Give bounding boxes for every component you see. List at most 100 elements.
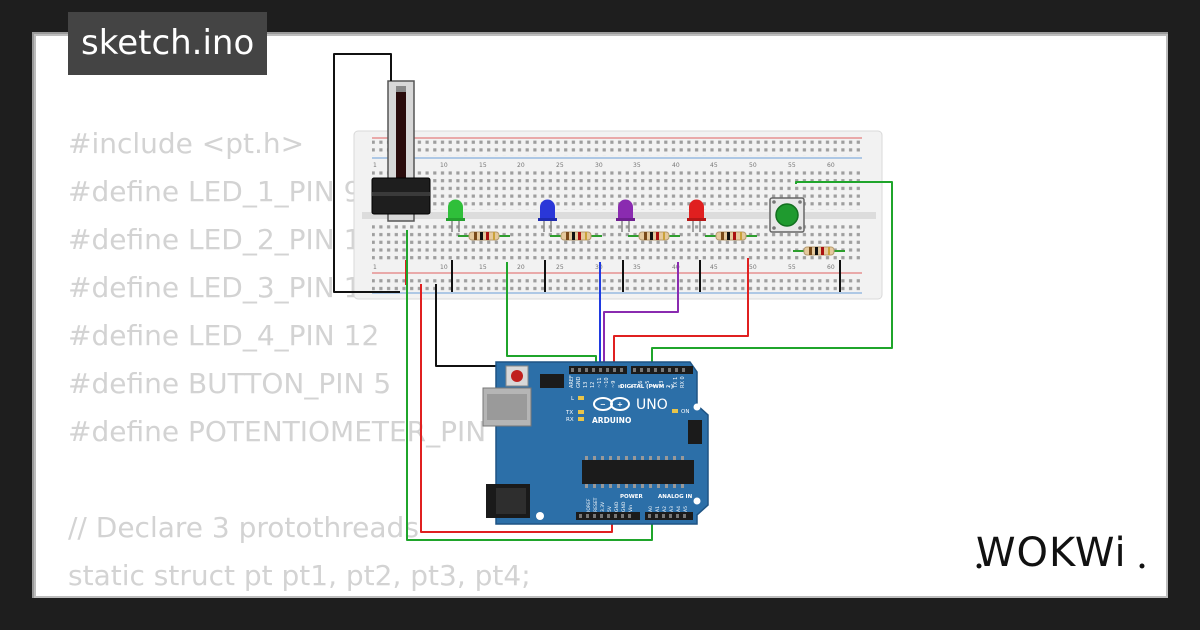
led-red[interactable] [687,199,706,232]
column-number: 60 [827,162,835,169]
column-number: 50 [749,162,757,169]
column-number: 40 [672,264,680,271]
resistors [458,231,845,256]
reset-button-cap[interactable] [511,370,523,382]
l-led [578,396,584,400]
resistor [793,246,845,256]
pin-label: A1 [655,506,661,512]
column-number: 30 [595,264,603,271]
wokwi-logo-text: WOKWi [976,530,1127,576]
pin-label: 7 [631,385,637,388]
digital-label: DIGITAL (PWM ~) [620,384,674,390]
column-number: 60 [827,264,835,271]
tx-led [578,410,584,414]
leds [446,199,706,232]
rx-label: RX [566,417,574,423]
code-line: #define LED_4_PIN 12 [68,319,380,352]
column-number: 25 [556,162,564,169]
column-number: 35 [633,264,641,271]
resistor [705,231,757,241]
breadboard-bottom-numbers: 1 10 15 20 25 30 35 40 45 50 55 60 [373,264,835,271]
wire [333,53,400,293]
pin-label: A0 [648,506,654,512]
column-number: 10 [440,162,448,169]
column-number: 40 [672,162,680,169]
column-number: 45 [710,162,718,169]
pin-label: A2 [662,506,668,512]
code-line: static struct pt pt1, pt2, pt3, pt4; [68,559,531,592]
mounting-hole [693,497,701,505]
column-number: 1 [373,162,377,169]
led-green[interactable] [446,199,465,232]
l-led-label: L [571,396,575,402]
board-brand: ARDUINO [592,416,631,425]
svg-text:+: + [617,401,623,409]
rail-holes [372,148,862,156]
resistor [458,231,510,241]
pin-label: Vin [628,505,634,512]
pin-label: ~5 [645,381,651,388]
wokwi-logo: WOKWi [976,530,1145,576]
arduino-uno-board[interactable]: AREF GND 13 12 ~11 ~10 ~9 8 7 ~6 ~5 4 ~3… [482,361,709,525]
pin-label: A4 [676,506,682,512]
on-label: ON [681,409,689,415]
column-number: 1 [373,264,377,271]
icsp-header [540,374,564,388]
wire [420,284,613,533]
power-label: POWER [620,494,644,500]
rail-holes [372,283,862,291]
pin-label: ~3 [659,381,665,388]
column-number: 15 [479,264,487,271]
breadboard-top-numbers: 1 10 15 20 25 30 35 40 45 50 55 60 [373,162,835,169]
bottom-pin-labels: IOREF RESET 3.3V 5V GND GND Vin A0 A1 A2… [586,497,689,512]
pin-label: A5 [683,506,689,512]
code-line: #define LED_1_PIN 9 [68,175,362,208]
pin-label: 8 [618,385,624,388]
atmega-chip [582,460,694,484]
led-blue[interactable] [538,199,557,232]
column-number: 10 [440,264,448,271]
pin-label: GND [576,376,582,388]
code-line: #define BUTTON_PIN 5 [68,367,392,400]
column-number: 50 [749,264,757,271]
column-number: 45 [710,264,718,271]
push-button[interactable] [769,197,805,233]
arduino-logo: − + [593,397,630,411]
wire [613,262,749,372]
pin-label: 4 [652,385,658,388]
column-number: 55 [788,264,796,271]
pin-label: RX 0 [680,376,686,388]
file-tab-title[interactable]: sketch.ino [68,12,268,75]
wire [406,230,653,541]
header-pins [571,368,685,372]
pin-label: 12 [590,382,596,388]
wire [603,262,679,372]
led-purple[interactable] [616,199,635,232]
rx-led [578,417,584,421]
resistor [628,231,680,241]
column-number: 35 [633,162,641,169]
board-model: UNO [636,397,668,413]
pin-label: ~11 [597,377,603,388]
mounting-hole [693,403,701,411]
pin-label: GND [614,501,620,512]
pot-track [396,86,406,214]
pin-label: 2 [666,385,672,388]
svg-text:−: − [600,401,606,409]
on-led [672,409,678,413]
column-number: 20 [517,264,525,271]
slide-potentiometer[interactable] [371,80,431,222]
pin-label: 5V [607,505,613,512]
code-preview: #include <pt.h>#define LED_1_PIN 9#defin… [68,120,532,596]
pin-label: 3.3V [600,501,606,512]
usb-port-inner [487,394,527,420]
pin-label: AREF [569,375,575,388]
pin-label: A3 [669,506,675,512]
top-pin-labels: AREF GND 13 12 ~11 ~10 ~9 8 7 ~6 ~5 4 ~3… [569,375,686,389]
button-cap[interactable] [775,203,799,227]
pin-label: 13 [583,382,589,388]
column-number: 25 [556,264,564,271]
column-number: 15 [479,162,487,169]
rail-holes [372,140,862,148]
column-number: 20 [517,162,525,169]
